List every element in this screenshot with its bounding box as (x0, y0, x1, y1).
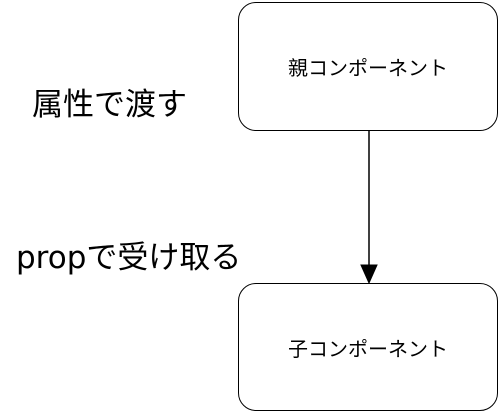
pass-attribute-label: 属性で渡す (32, 87, 187, 123)
parent-component-node: 親コンポーネント (238, 2, 498, 131)
receive-prop-label: propで受け取る (16, 240, 242, 276)
child-component-node: 子コンポーネント (238, 283, 498, 411)
arrowhead (360, 264, 378, 285)
parent-component-label: 親コンポーネント (288, 56, 448, 80)
child-component-label: 子コンポーネント (288, 336, 448, 361)
